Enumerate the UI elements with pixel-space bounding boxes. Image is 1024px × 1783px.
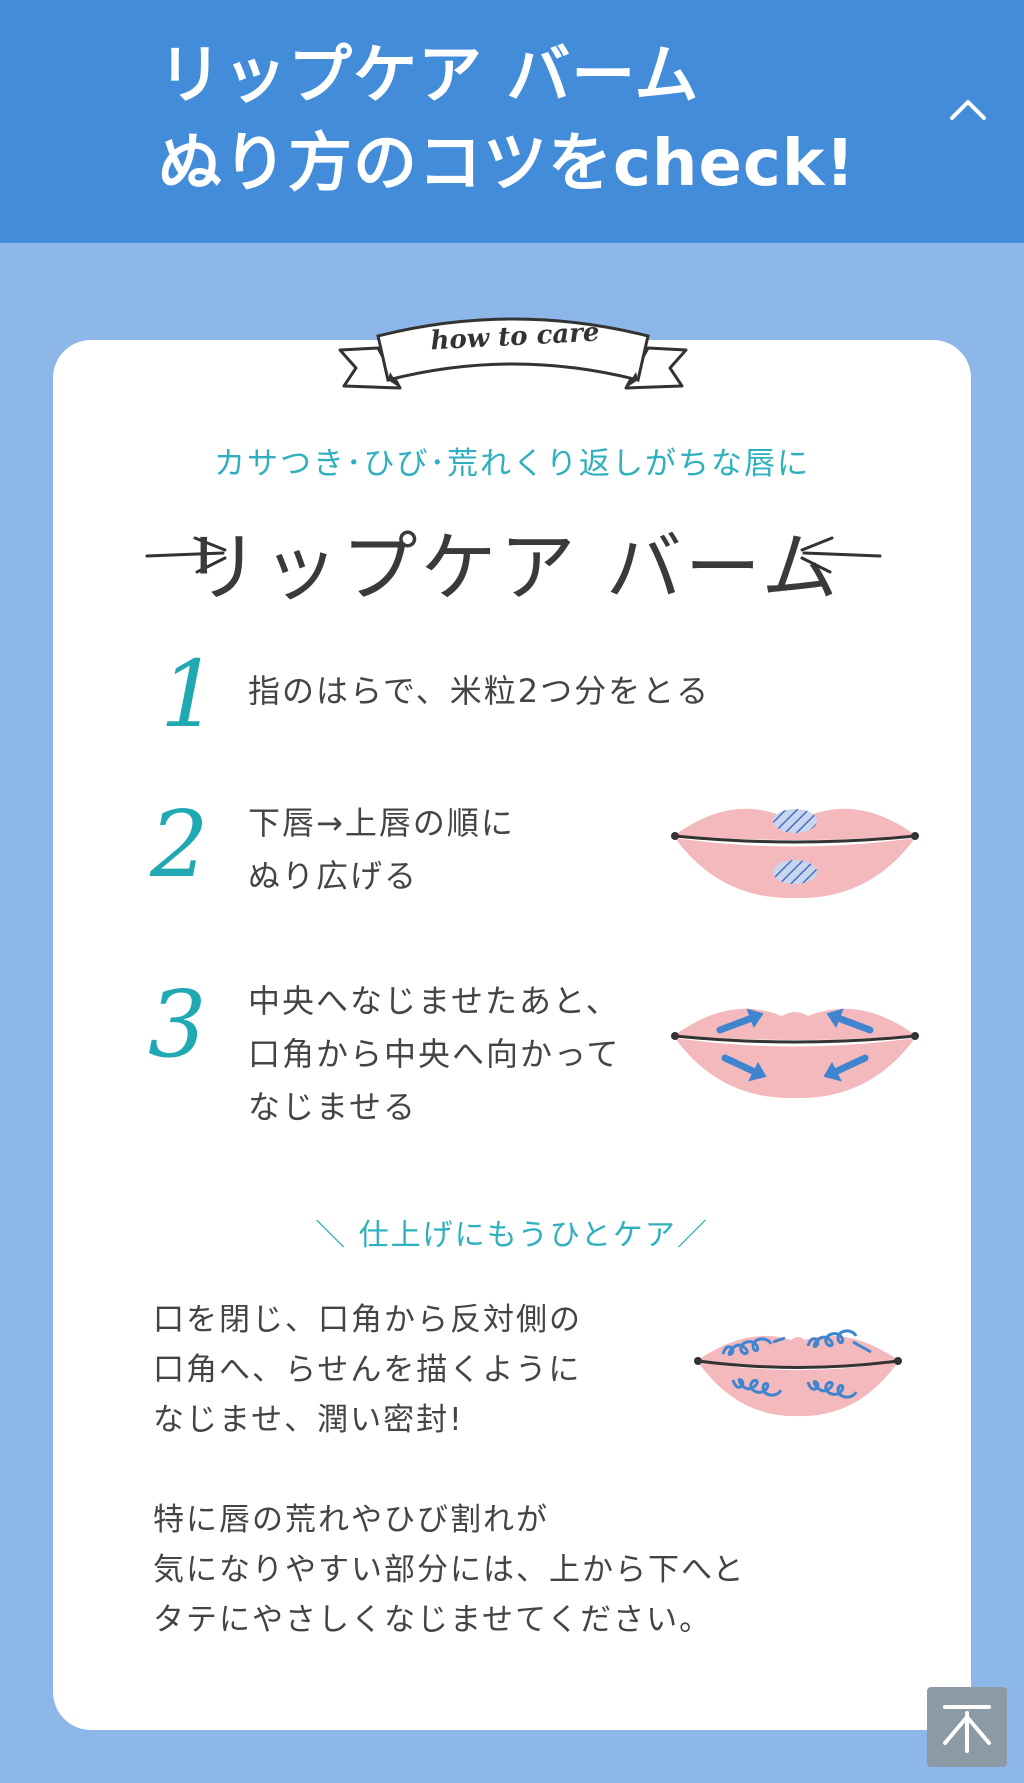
step-2-number: 2: [150, 791, 209, 898]
step-2-text: 下唇→上唇の順に ぬり広げる: [248, 797, 515, 903]
left-flourish-icon: [145, 536, 227, 574]
lips-spiral-illustration: [694, 1329, 902, 1417]
paragraph-line: タテにやさしくなじませてください。: [153, 1602, 713, 1638]
note-paragraph: 特に唇の荒れやひび割れが 気になりやすい部分には、上から下へと タテにやさしくな…: [153, 1495, 745, 1645]
lips-step3-illustration: [671, 1008, 919, 1099]
step-3-text: 中央へなじませたあと、 口角から中央へ向かって なじませる: [248, 975, 620, 1134]
step-3-line: 中央へなじませたあと、: [248, 982, 620, 1020]
back-to-top-button[interactable]: [927, 1687, 1007, 1767]
card-title: リップケア バーム: [183, 523, 841, 612]
header-title-line1: リップケア バーム: [158, 39, 700, 113]
paragraph-line: 口を閉じ、口角から反対側の: [153, 1302, 582, 1338]
arrow-up-to-top-icon: [943, 1705, 991, 1753]
chevron-up-icon: [950, 100, 986, 120]
header-title: リップケア バーム ぬり方のコツをcheck!: [158, 32, 856, 208]
extra-care-heading: ＼ 仕上げにもうひとケア／: [315, 1218, 709, 1253]
step-3-number: 3: [148, 971, 207, 1078]
step-1-line: 指のはらで、米粒2つ分をとる: [248, 672, 711, 710]
step-3-line: なじませる: [248, 1088, 418, 1126]
ribbon-banner-icon: [338, 317, 688, 390]
step-2-line: 下唇→上唇の順に: [248, 804, 515, 842]
header-title-line2: ぬり方のコツをcheck!: [158, 127, 856, 201]
header-banner: リップケア バーム ぬり方のコツをcheck!: [0, 0, 1024, 243]
lips-step2-illustration: [671, 808, 919, 899]
step-3-line: 口角から中央へ向かって: [248, 1035, 621, 1073]
step-1-number: 1: [160, 641, 219, 748]
paragraph-line: 特に唇の荒れやひび割れが: [153, 1502, 549, 1538]
paragraph-line: 気になりやすい部分には、上から下へと: [153, 1552, 746, 1588]
extra-care-paragraph: 口を閉じ、口角から反対側の 口角へ、らせんを描くように なじませ、潤い密封!: [153, 1295, 582, 1445]
collapse-button[interactable]: [940, 82, 996, 138]
step-1-text: 指のはらで、米粒2つ分をとる: [248, 665, 710, 718]
paragraph-line: 口角へ、らせんを描くように: [153, 1352, 582, 1388]
paragraph-line: なじませ、潤い密封!: [153, 1402, 464, 1438]
card-subtitle: カサつき･ひび･荒れくり返しがちな唇に: [214, 446, 810, 482]
right-flourish-icon: [800, 536, 882, 574]
step-2-line: ぬり広げる: [248, 857, 419, 895]
